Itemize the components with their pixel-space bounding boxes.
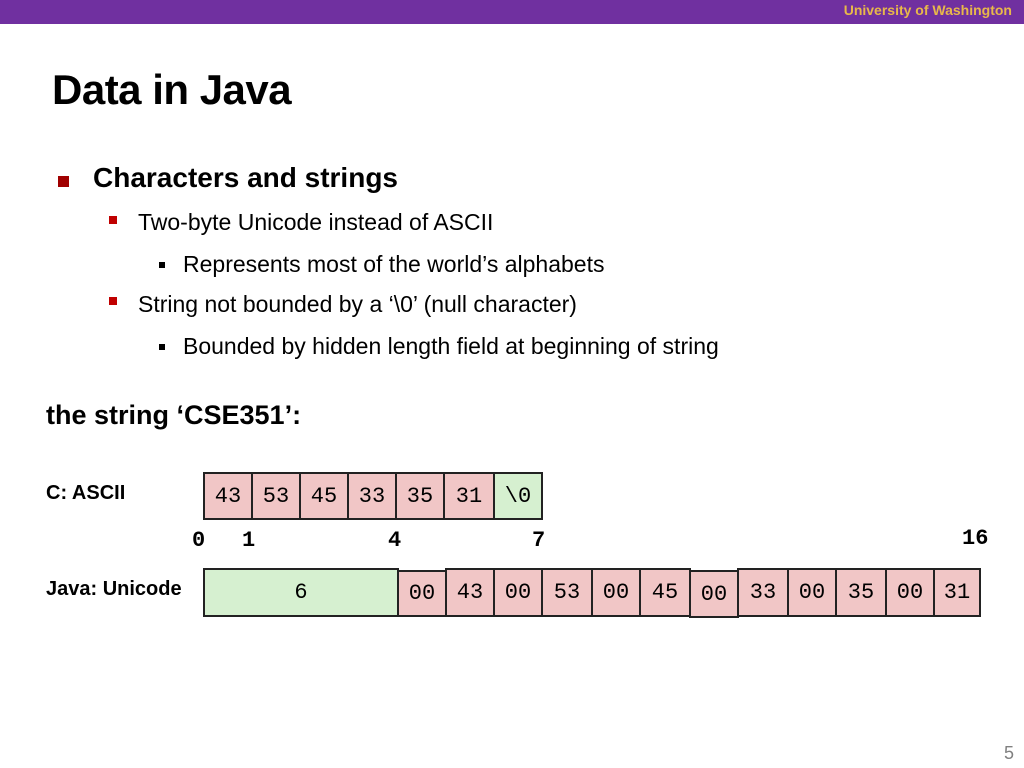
ascii-byte-cell: 45 xyxy=(299,472,349,520)
offset-label: 1 xyxy=(242,528,256,553)
unicode-byte-cell: 00 xyxy=(885,568,935,617)
bullet-sub-2a: Bounded by hidden length field at beginn… xyxy=(183,333,719,359)
ascii-byte-cell: 35 xyxy=(395,472,445,520)
unicode-byte-cell: 45 xyxy=(639,568,691,617)
offset-label: 7 xyxy=(532,528,546,553)
bullet-marker xyxy=(159,344,165,350)
bullet-marker xyxy=(159,262,165,268)
unicode-byte-cell: 00 xyxy=(787,568,837,617)
institution-name: University of Washington xyxy=(843,2,1012,18)
unicode-byte-cell: 00 xyxy=(493,568,543,617)
unicode-byte-cell: 00 xyxy=(689,570,739,618)
example-heading: the string ‘CSE351’: xyxy=(46,400,302,430)
slide-title: Data in Java xyxy=(52,66,292,113)
bullet-marker xyxy=(109,216,117,224)
page-number: 5 xyxy=(1003,743,1014,763)
length-field-cell: 6 xyxy=(203,568,399,617)
offset-label: 16 xyxy=(962,526,989,551)
ascii-row-label: C: ASCII xyxy=(46,482,126,504)
bullet-sub-1a: Represents most of the world’s alphabets xyxy=(183,251,605,277)
bullet-sub-2: String not bounded by a ‘\0’ (null chara… xyxy=(138,291,577,317)
offset-label: 4 xyxy=(388,528,402,553)
bullet-sub-1: Two-byte Unicode instead of ASCII xyxy=(138,209,494,235)
unicode-byte-cell: 00 xyxy=(591,568,641,617)
offset-label: 0 xyxy=(192,528,206,553)
unicode-byte-cell: 33 xyxy=(737,568,789,617)
unicode-byte-cell: 31 xyxy=(933,568,981,617)
unicode-byte-cell: 53 xyxy=(541,568,593,617)
unicode-row-label: Java: Unicode xyxy=(46,578,182,600)
unicode-byte-cell: 43 xyxy=(445,568,495,617)
top-bar: University of Washington xyxy=(0,0,1024,24)
unicode-byte-cell: 00 xyxy=(397,570,447,617)
bullet-main: Characters and strings xyxy=(93,162,398,193)
ascii-byte-cell: 33 xyxy=(347,472,397,520)
ascii-null-terminator-cell: \0 xyxy=(493,472,543,520)
unicode-byte-cell: 35 xyxy=(835,568,887,617)
bullet-marker xyxy=(58,176,69,187)
ascii-byte-cell: 31 xyxy=(443,472,495,520)
ascii-byte-cell: 43 xyxy=(203,472,253,520)
ascii-byte-cell: 53 xyxy=(251,472,301,520)
bullet-marker xyxy=(109,297,117,305)
